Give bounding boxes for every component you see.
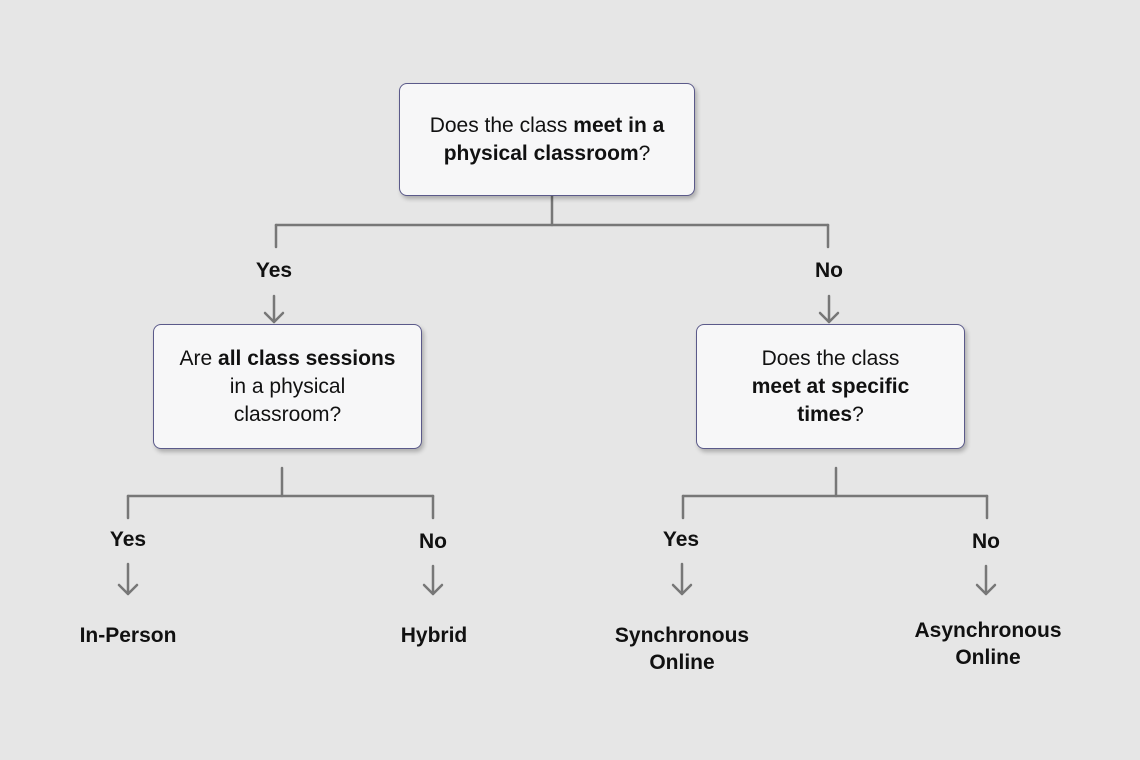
right-no-label: No [972, 530, 1000, 553]
outcome-synchronous-line-2: Online [649, 651, 715, 674]
left-no-arrow [422, 564, 444, 596]
root-no-label: No [815, 259, 843, 282]
outcome-asynchronous-line-1: Asynchronous [914, 619, 1062, 642]
right-yes-arrow [671, 562, 693, 596]
left-question-box: Are all class sessions in a physical cla… [153, 324, 422, 449]
root-question-box: Does the class meet in a physical classr… [399, 83, 695, 196]
outcome-synchronous-online: Synchronous Online [615, 622, 749, 676]
root-no-arrow [818, 294, 840, 324]
root-yes-arrow [263, 294, 285, 324]
root-question-text: Does the class meet in a physical classr… [429, 113, 665, 165]
left-no-label: No [419, 530, 447, 553]
outcome-asynchronous-line-2: Online [955, 646, 1021, 669]
outcome-asynchronous-online: Asynchronous Online [914, 617, 1061, 671]
right-yes-label: Yes [662, 528, 700, 551]
right-no-arrow [975, 564, 997, 596]
outcome-hybrid: Hybrid [400, 624, 468, 647]
left-yes-label: Yes [109, 528, 147, 551]
root-yes-label: Yes [255, 259, 293, 282]
right-question-box: Does the class meet at specific times? [696, 324, 965, 449]
outcome-in-person: In-Person [79, 624, 177, 647]
outcome-synchronous-line-1: Synchronous [614, 624, 750, 647]
left-yes-arrow [117, 562, 139, 596]
right-question-text: Does the class meet at specific times? [751, 346, 910, 426]
left-question-text: Are all class sessions in a physical cla… [179, 346, 396, 426]
